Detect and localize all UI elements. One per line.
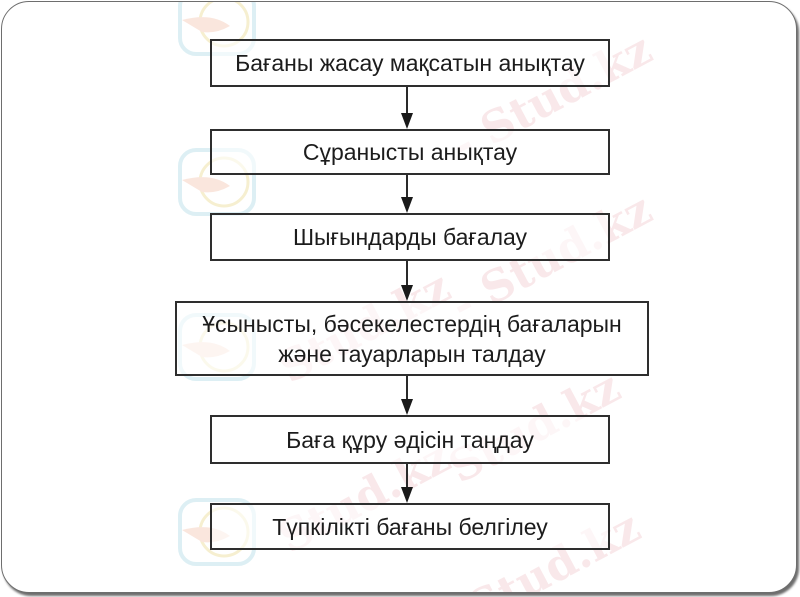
flow-step-label: Сұранысты анықтау [302, 139, 518, 165]
connector-line [406, 376, 408, 400]
flow-step-label: Бағаны жасау мақсатын анықтау [235, 50, 585, 76]
flow-step-estimate-costs: Шығындарды бағалау [210, 213, 610, 261]
connector-line [406, 464, 408, 488]
flow-step-determine-demand: Сұранысты анықтау [210, 129, 610, 175]
connector-line [406, 175, 408, 199]
flow-step-label: Түпкілікті бағаны белгілеу [272, 513, 548, 540]
flow-step-analyze-competitors: Ұсынысты, бәсекелестердің бағаларын және… [175, 301, 649, 376]
flow-step-label-line1: Ұсынысты, бәсекелестердің бағаларын [202, 310, 622, 337]
arrow-down-icon [401, 399, 413, 415]
arrow-down-icon [401, 285, 413, 301]
flow-step-choose-pricing-method: Баға құру әдісін таңдау [210, 415, 610, 464]
flow-step-label-line2: және тауарларын талдау [278, 340, 546, 367]
flow-step-set-final-price: Түпкілікті бағаны белгілеу [210, 503, 610, 550]
arrow-down-icon [401, 487, 413, 503]
arrow-down-icon [401, 197, 413, 213]
flow-step-label: Шығындарды бағалау [292, 224, 528, 250]
arrow-down-icon [401, 113, 413, 129]
connector-line [406, 87, 408, 115]
flow-step-define-pricing-goal: Бағаны жасау мақсатын анықтау [210, 39, 610, 87]
flow-step-label: Баға құру әдісін таңдау [286, 426, 534, 453]
connector-line [406, 261, 408, 287]
